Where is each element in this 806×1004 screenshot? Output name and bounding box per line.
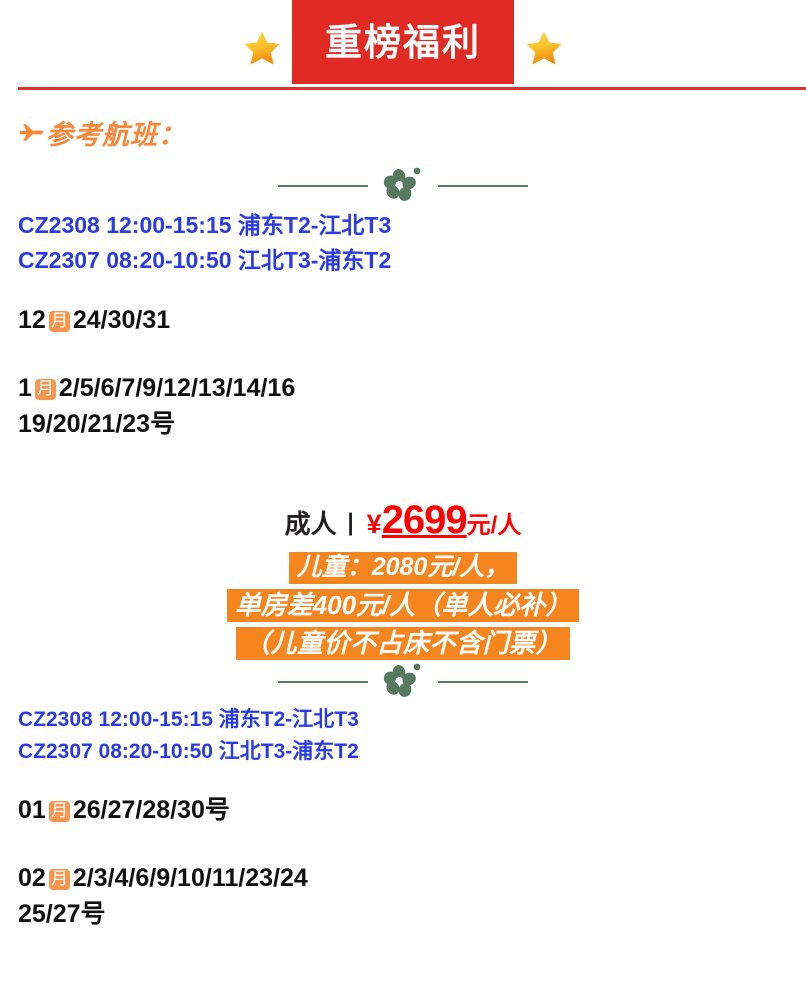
day-list: 2/5/6/7/9/12/13/14/16: [58, 374, 296, 402]
month-badge-icon: 月: [48, 869, 70, 891]
month-number: 01: [18, 796, 46, 825]
flight-line: CZ2308 12:00-15:15 浦东T2-江北T3: [18, 708, 359, 732]
day-list: 24/30/31: [72, 306, 171, 334]
month-badge-icon: 月: [48, 801, 70, 823]
flower-icon: [383, 167, 421, 201]
divider-line-left: [278, 681, 368, 684]
star-icon: [244, 31, 280, 65]
month-number: 12: [18, 306, 46, 334]
flight-list-1: CZ2308 12:00-15:15 浦东T2-江北T3 CZ2307 08:2…: [18, 208, 806, 278]
flight-list-2: CZ2308 12:00-15:15 浦东T2-江北T3 CZ2307 08:2…: [18, 704, 806, 768]
price-unit: 元/人: [466, 512, 522, 539]
flight-line: CZ2307 08:20-10:50 江北T3-浦东T2: [18, 247, 392, 273]
flight-line: CZ2307 08:20-10:50 江北T3-浦东T2: [18, 740, 359, 764]
page-title: 重榜福利: [325, 21, 481, 63]
flower-divider: [0, 164, 806, 208]
price-notes: 儿童：2080元/人， 单房差400元/人（单人必补） （儿童价不占床不含门票）: [0, 543, 806, 661]
adult-price-amount: 2699: [381, 498, 468, 542]
header-banner: 重榜福利: [0, 0, 806, 94]
price-note-child-terms: （儿童价不占床不含门票）: [235, 627, 570, 661]
airplane-icon: [20, 123, 43, 141]
month-number: 02: [18, 864, 46, 893]
banner-box: 重榜福利: [292, 0, 514, 84]
day-list: 26/27/28/30号: [72, 796, 230, 825]
currency-symbol: ¥: [366, 509, 382, 539]
date-row-continued: 19/20/21/23号: [18, 410, 176, 438]
price-note-child: 儿童：2080元/人，: [288, 552, 518, 584]
flower-icon: [383, 663, 421, 698]
divider-line-right: [438, 681, 528, 684]
flower-divider: [0, 660, 806, 704]
star-icon: [526, 31, 562, 65]
flight-line: CZ2308 12:00-15:15 浦东T2-江北T3: [18, 212, 392, 238]
header-divider-rule: [18, 87, 806, 90]
adult-label: 成人: [284, 509, 337, 539]
divider-line-left: [278, 185, 368, 187]
month-badge-icon: 月: [48, 311, 70, 332]
price-note-single-room: 单房差400元/人（单人必补）: [226, 589, 580, 623]
divider-line-right: [438, 185, 528, 187]
price-separator: 丨: [338, 512, 363, 539]
day-list: 2/3/4/6/9/10/11/23/24: [72, 864, 308, 893]
month-badge-icon: 月: [34, 379, 56, 400]
adult-price-row: 成人 丨 ¥ 2699 元/人: [0, 498, 806, 543]
date-row-continued: 25/27号: [18, 900, 106, 929]
section-title-reference-flights: 参考航班：: [18, 113, 806, 152]
month-number: 1: [18, 374, 32, 402]
section-title-label: 参考航班：: [46, 120, 186, 150]
